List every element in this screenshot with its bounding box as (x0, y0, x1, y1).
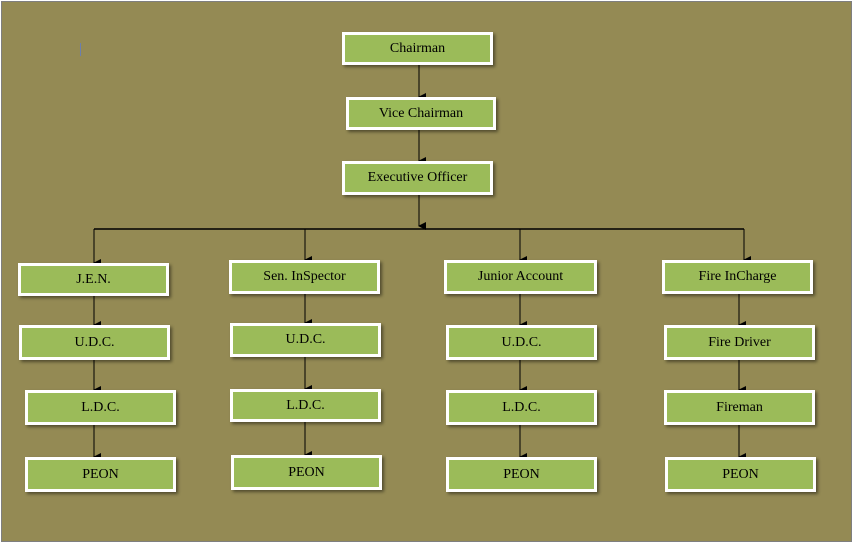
box-branch-4-item-3: PEON (665, 457, 816, 492)
box-branch-3-item-2: L.D.C. (446, 390, 597, 425)
box-branch-2-item-1: U.D.C. (230, 323, 381, 357)
box-chairman: Chairman (342, 32, 493, 65)
box-executive-officer: Executive Officer (342, 161, 493, 195)
box-branch-4-item-1: Fire Driver (664, 325, 815, 360)
text-cursor (80, 43, 81, 56)
box-branch-4-head: Fire InCharge (662, 260, 813, 294)
box-branch-3-head: Junior Account (444, 260, 597, 294)
box-branch-1-item-2: L.D.C. (25, 390, 176, 425)
box-branch-1-item-1: U.D.C. (19, 325, 170, 360)
box-branch-2-item-2: L.D.C. (230, 389, 381, 422)
box-vice-chairman: Vice Chairman (346, 97, 496, 130)
box-branch-1-head: J.E.N. (18, 263, 169, 296)
box-branch-3-item-1: U.D.C. (446, 325, 597, 360)
box-branch-1-item-3: PEON (25, 457, 176, 492)
box-branch-2-head: Sen. InSpector (229, 260, 380, 294)
box-branch-4-item-2: Fireman (664, 390, 815, 425)
box-branch-3-item-3: PEON (446, 457, 597, 492)
box-branch-2-item-3: PEON (231, 455, 382, 490)
